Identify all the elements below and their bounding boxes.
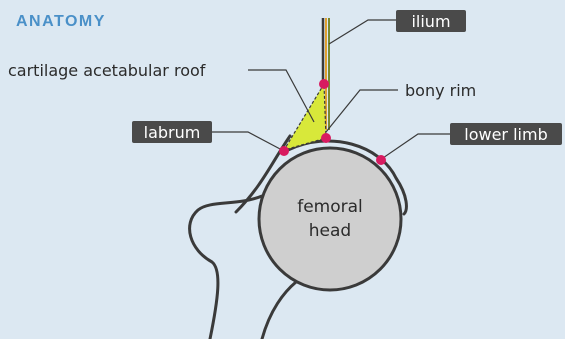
bony-rim-leader: [326, 90, 398, 132]
svg-text:labrum: labrum: [144, 123, 201, 142]
femoral-head-label-line1: femoral: [297, 197, 363, 217]
ilium-label: ilium: [396, 10, 466, 32]
cartilage-label: cartilage acetabular roof: [8, 61, 206, 80]
lower-limb-label: lower limb: [450, 123, 562, 145]
labrum-marker: [279, 146, 289, 156]
femoral-head-label-line2: head: [309, 221, 351, 241]
lower-limb-marker: [376, 155, 386, 165]
femur-outline: [190, 196, 262, 339]
diagram-title: ANATOMY: [16, 13, 106, 30]
svg-text:ilium: ilium: [411, 12, 450, 31]
bony-rim-marker: [321, 133, 331, 143]
femoral-head: [259, 148, 401, 290]
ilium-leader: [329, 20, 396, 44]
labrum-leader: [212, 132, 282, 150]
svg-text:lower limb: lower limb: [464, 125, 547, 144]
lower-limb-leader: [380, 134, 450, 160]
labrum-label: labrum: [132, 121, 212, 143]
ilium-marker: [319, 79, 329, 89]
bony-rim-label: bony rim: [405, 81, 476, 100]
cartilage-leader: [248, 70, 314, 122]
femur-outline-lower: [262, 282, 296, 339]
